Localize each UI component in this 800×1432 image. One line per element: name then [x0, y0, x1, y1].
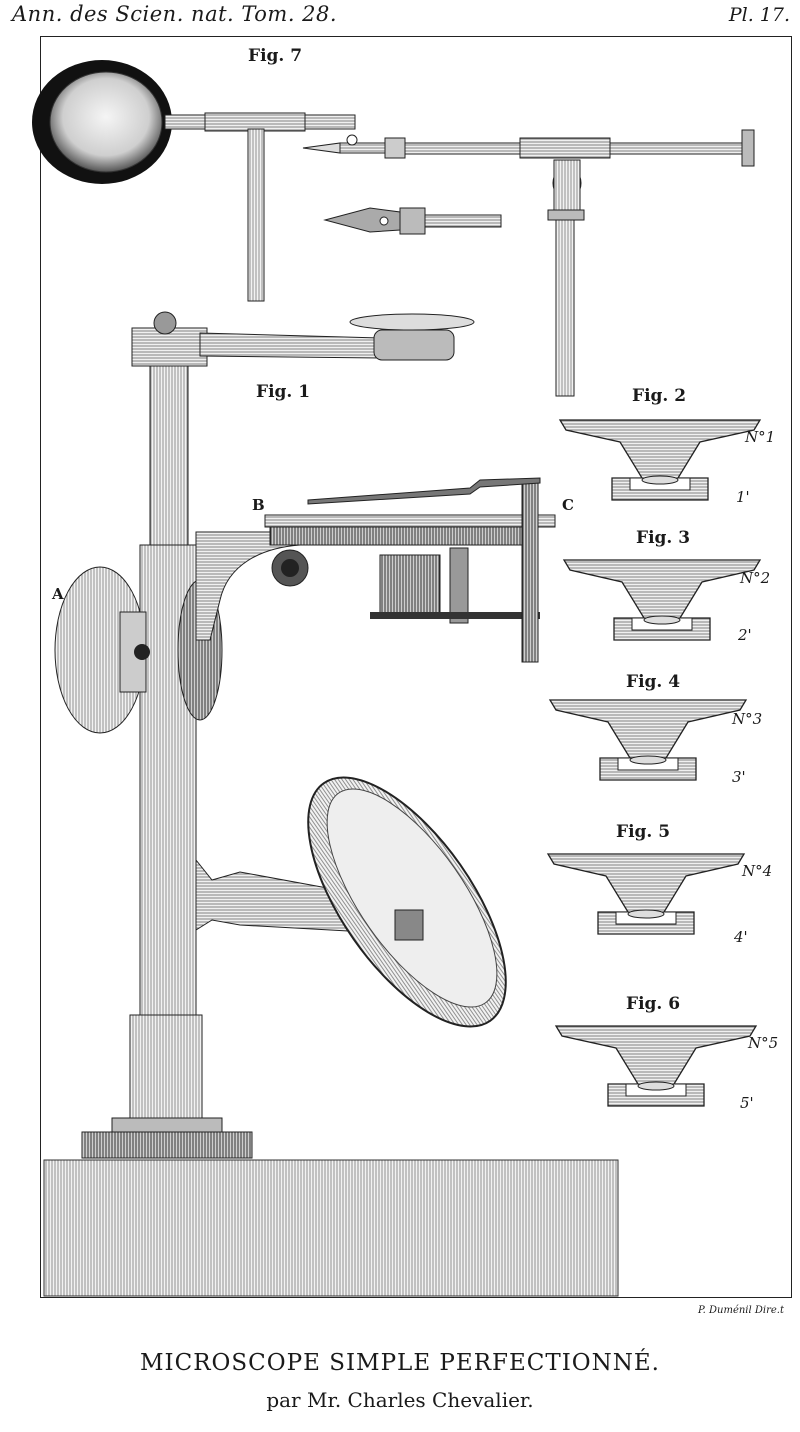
lens-number-5: N°5 [748, 1034, 779, 1052]
lens-mount-3 [562, 559, 762, 641]
plate-number: Pl. 17. [728, 4, 790, 26]
label-c: C [562, 496, 574, 514]
lens-prime-3: 3' [732, 768, 746, 786]
plate-subtitle: par Mr. Charles Chevalier. [266, 1388, 534, 1412]
lens-prime-5: 5' [740, 1094, 754, 1112]
label-b: B [252, 496, 265, 514]
fig3-label: Fig. 3 [636, 528, 691, 548]
plate-frame [40, 36, 792, 1298]
engraver-credit: P. Duménil Dire.t [697, 1305, 784, 1316]
lens-number-2: N°2 [740, 569, 771, 587]
lens-mount-4 [548, 699, 748, 781]
lens-mount-2 [558, 419, 762, 501]
fig4-label: Fig. 4 [626, 672, 681, 692]
lens-prime-1: 1' [736, 488, 750, 506]
fig1-label: Fig. 1 [256, 382, 311, 402]
plate-title: MICROSCOPE SIMPLE PERFECTIONNÉ. [140, 1350, 660, 1376]
fig1-microscope [54, 311, 556, 1159]
label-a: A [52, 585, 64, 603]
lens-mount-5 [546, 853, 746, 935]
lens-number-4: N°4 [742, 862, 773, 880]
fig7-mirror [32, 60, 356, 302]
lens-sections [546, 419, 762, 1107]
lens-prime-4: 4' [734, 928, 748, 946]
fig7-point [323, 207, 502, 235]
fig6-label: Fig. 6 [626, 994, 681, 1014]
lens-number-1: N°1 [745, 428, 776, 446]
base-block [43, 1159, 619, 1297]
lens-number-3: N°3 [732, 710, 763, 728]
lens-mount-6 [554, 1025, 758, 1107]
fig2-label: Fig. 2 [632, 386, 687, 406]
journal-header: Ann. des Scien. nat. Tom. 28. [12, 2, 338, 26]
fig7-label: Fig. 7 [248, 46, 303, 66]
fig5-label: Fig. 5 [616, 822, 671, 842]
lens-prime-2: 2' [738, 626, 752, 644]
fig7-rod [302, 129, 755, 397]
